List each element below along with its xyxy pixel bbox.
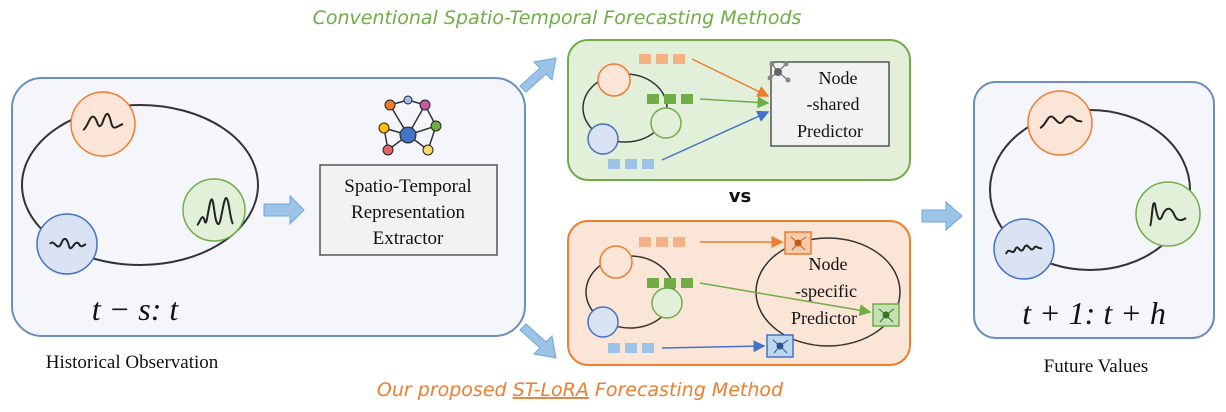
future-green-node xyxy=(1135,181,1201,247)
graph-ring xyxy=(21,104,259,266)
to-future-arrow xyxy=(921,200,963,232)
conv-orange-arrow xyxy=(691,58,770,97)
inner-flow-arrow xyxy=(263,194,305,226)
history-panel: t − s: t Spatio-Temporal xyxy=(11,77,526,337)
green-adapter-icon xyxy=(872,303,900,327)
extractor-box: Spatio-Temporal Representation Extractor xyxy=(319,164,498,256)
future-panel: t + 1: t + h xyxy=(973,81,1215,339)
blue-node xyxy=(36,213,98,275)
down-branch-arrow xyxy=(519,323,557,359)
conventional-panel: Node -shared Predictor xyxy=(567,39,911,181)
proposed-heading-suffix: Forecasting Method xyxy=(589,379,784,401)
future-orange-node xyxy=(1027,90,1093,156)
blue-adapter-icon xyxy=(766,334,794,358)
future-blue-node xyxy=(993,218,1055,280)
extractor-line-1: Spatio-Temporal xyxy=(344,176,471,197)
specific-predictor-line-1: Node xyxy=(809,254,848,274)
extractor-line-2: Representation xyxy=(351,202,465,223)
shared-predictor-box: Node -shared Predictor xyxy=(770,61,890,147)
orange-node xyxy=(70,91,136,157)
shared-predictor-line-1: Node xyxy=(819,68,858,88)
conv-green-node xyxy=(650,107,682,139)
shared-predictor-line-2: -shared xyxy=(807,94,860,114)
lora-green-node xyxy=(651,287,683,319)
lora-green-arrow xyxy=(699,282,872,317)
conventional-heading: Conventional Spatio-Temporal Forecasting… xyxy=(313,7,802,29)
lora-orange-tokens xyxy=(639,237,685,247)
orange-adapter-icon xyxy=(784,231,812,255)
conv-green-tokens xyxy=(647,94,693,104)
green-node xyxy=(182,178,246,242)
history-time-label: t − s: t xyxy=(92,291,180,327)
future-caption: Future Values xyxy=(1044,356,1149,377)
network-icon xyxy=(378,95,442,156)
shared-network-icon xyxy=(767,61,791,83)
conv-orange-node xyxy=(597,63,631,97)
proposed-heading-prefix: Our proposed xyxy=(377,379,513,401)
lora-green-tokens xyxy=(647,278,693,288)
conv-blue-node xyxy=(587,123,619,155)
proposed-heading-method: ST-LoRA xyxy=(513,379,589,401)
conv-green-arrow xyxy=(699,96,770,109)
lora-blue-tokens xyxy=(608,343,654,353)
vs-label: vs xyxy=(729,186,751,207)
up-branch-arrow xyxy=(519,57,557,93)
extractor-line-3: Extractor xyxy=(373,228,444,249)
conv-orange-tokens xyxy=(639,54,685,64)
lora-blue-arrow xyxy=(661,340,766,353)
lora-panel: Node -specific Predictor xyxy=(567,220,911,366)
lora-blue-node xyxy=(587,306,619,338)
history-caption: Historical Observation xyxy=(46,352,219,373)
specific-predictor-line-2: -specific xyxy=(795,281,857,301)
shared-predictor-line-3: Predictor xyxy=(797,121,863,141)
proposed-heading: Our proposed ST-LoRA Forecasting Method xyxy=(377,379,784,401)
future-time-label: t + 1: t + h xyxy=(1022,295,1166,331)
lora-orange-node xyxy=(599,245,633,279)
conv-blue-arrow xyxy=(661,110,770,161)
specific-predictor-line-3: Predictor xyxy=(791,308,857,328)
conv-blue-tokens xyxy=(608,159,654,169)
